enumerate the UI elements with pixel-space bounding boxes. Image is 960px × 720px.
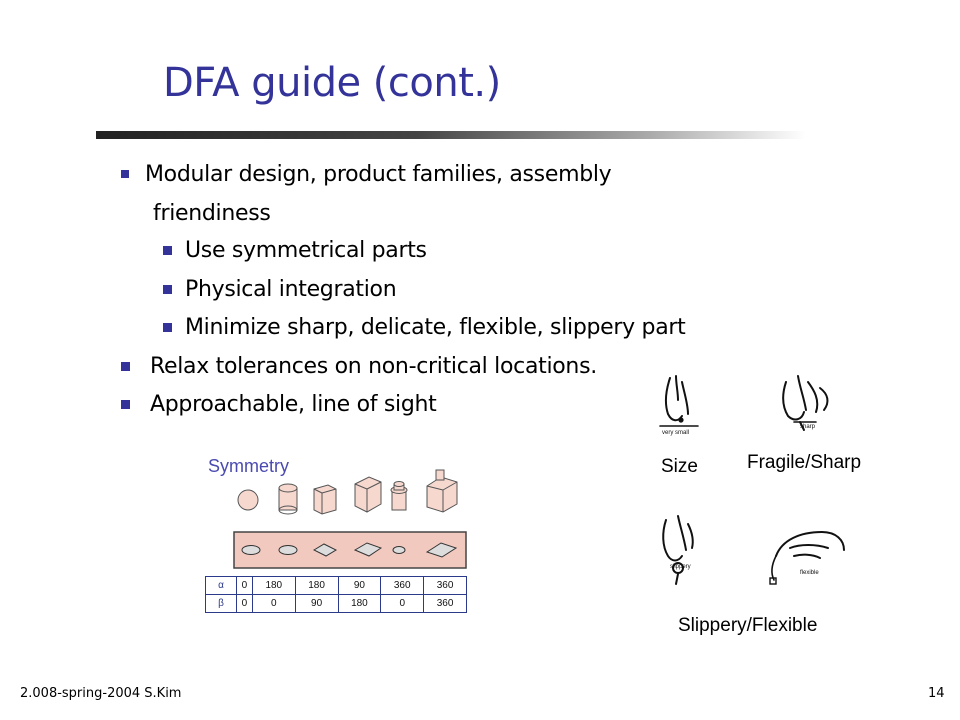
slide-title: DFA guide (cont.) xyxy=(163,60,501,106)
table-cell: 90 xyxy=(294,594,339,613)
table-cell: 360 xyxy=(423,576,467,595)
table-cell: 0 xyxy=(380,594,425,613)
sub-bullet-item: Physical integration xyxy=(185,277,397,302)
table-cell: 360 xyxy=(423,594,467,613)
slippery-flexible-caption: Slippery/Flexible xyxy=(678,615,818,636)
footer-course-label: 2.008-spring-2004 S.Kim xyxy=(20,686,182,701)
cylinder-part xyxy=(278,483,298,515)
table-cell: 90 xyxy=(337,576,382,595)
table-cell: 0 xyxy=(236,576,253,595)
sphere-part xyxy=(237,489,259,511)
bullet-item-continuation: friendiness xyxy=(153,201,271,226)
table-cell: 180 xyxy=(294,576,339,595)
table-row-label: β xyxy=(205,594,237,613)
sketch-label: very small xyxy=(662,430,689,436)
handling-sketches-bottom: slippery flexible xyxy=(662,515,845,585)
flexible-hand-sketch xyxy=(769,530,845,585)
table-cell: 0 xyxy=(251,594,296,613)
bullet-marker xyxy=(121,362,130,371)
notched-block-part xyxy=(426,469,458,513)
page-number: 14 xyxy=(928,686,945,701)
fixture-plate xyxy=(233,531,467,569)
symmetry-angle-table: α 0 180 180 90 360 360 β 0 0 90 180 0 36… xyxy=(205,576,467,613)
symmetry-caption: Symmetry xyxy=(208,456,289,476)
sketch-label: sharp xyxy=(800,424,816,430)
prism-part xyxy=(313,484,337,515)
symmetric-parts-row xyxy=(237,469,458,515)
bullet-item: Modular design, product families, assemb… xyxy=(145,162,612,187)
sub-bullet-item: Minimize sharp, delicate, flexible, slip… xyxy=(185,315,686,340)
size-hand-sketch xyxy=(659,375,699,427)
table-cell: 180 xyxy=(251,576,296,595)
table-row: α 0 180 180 90 360 360 xyxy=(205,576,467,595)
symmetry-parts-illustration xyxy=(233,469,467,569)
bullet-marker xyxy=(163,323,172,332)
bullet-marker xyxy=(121,400,130,409)
bullet-item: Relax tolerances on non-critical locatio… xyxy=(150,354,597,379)
table-row: β 0 0 90 180 0 360 xyxy=(205,594,467,613)
table-cell: 180 xyxy=(337,594,382,613)
bullet-item: Approachable, line of sight xyxy=(150,392,437,417)
bullet-marker xyxy=(121,170,129,178)
size-caption: Size xyxy=(661,456,698,477)
sub-bullet-item: Use symmetrical parts xyxy=(185,238,427,263)
slippery-hand-sketch xyxy=(662,515,694,585)
sketch-label: slippery xyxy=(670,564,691,570)
sharp-hand-sketch xyxy=(782,375,829,431)
table-cell: 360 xyxy=(380,576,425,595)
bullet-marker xyxy=(163,285,172,294)
title-underline xyxy=(96,131,806,139)
stepped-cylinder-part xyxy=(390,481,408,511)
fragile-sharp-caption: Fragile/Sharp xyxy=(747,452,862,473)
table-cell: 0 xyxy=(236,594,253,613)
block-part xyxy=(354,476,382,513)
sketch-label: flexible xyxy=(800,570,819,576)
handling-sketches-top: very small sharp xyxy=(659,375,829,436)
table-row-label: α xyxy=(205,576,237,595)
bullet-marker xyxy=(163,246,172,255)
